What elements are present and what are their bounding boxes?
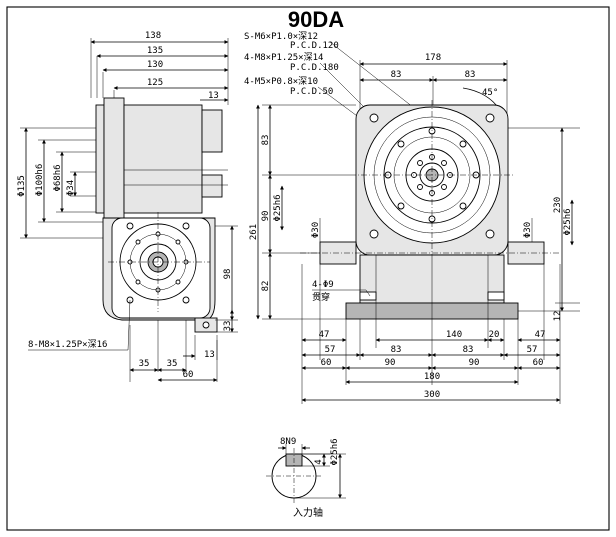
dim-33: 33 [223, 321, 233, 332]
dim-60-side: 60 [183, 370, 194, 380]
dim-98: 98 [223, 269, 233, 280]
dim-138: 138 [145, 31, 161, 41]
dim-178: 178 [425, 53, 441, 63]
dim-300: 300 [424, 390, 440, 400]
dim-230: 230 [553, 197, 563, 213]
dim-13-bottom: 13 [204, 350, 215, 360]
dim-60-left: 60 [321, 358, 332, 368]
dim-phi25h6-left: Φ25h6 [273, 194, 283, 221]
dim-phi25h6-shaft: Φ25h6 [330, 438, 340, 465]
hole-note: 4-Φ9 [312, 280, 334, 290]
dim-125: 125 [147, 78, 163, 88]
dim-35-a: 35 [139, 359, 150, 369]
side-view: 138 135 130 125 13 Φ135 Φ100h6 Φ68h6 Φ34 [17, 31, 238, 382]
drawing-border [6, 6, 610, 531]
dim-phi30-left: Φ30 [311, 222, 321, 238]
dim-phi25h6-right: Φ25h6 [563, 208, 573, 235]
dim-130: 130 [147, 60, 163, 70]
dim-57-left: 57 [325, 345, 336, 355]
note-3: 4-M8×P1.25×深14 [244, 52, 323, 63]
dim-135: 135 [147, 46, 163, 56]
dim-phi135: Φ135 [17, 175, 27, 197]
shaft-caption: 入力轴 [293, 506, 323, 519]
dim-83-top-left: 83 [391, 70, 402, 80]
note-6: P.C.D.50 [290, 87, 333, 97]
dim-phi30-right: Φ30 [523, 222, 533, 238]
angle-45: 45° [482, 88, 498, 98]
dim-60-right: 60 [533, 358, 544, 368]
note-5: 4-M5×P0.8×深10 [244, 76, 318, 87]
dim-47-left: 47 [319, 330, 330, 340]
note-bolt-side: 8-M8×1.25P×深16 [28, 339, 107, 350]
dim-8n9: 8N9 [280, 437, 296, 447]
dim-20: 20 [489, 330, 500, 340]
note-2: P.C.D.120 [290, 41, 339, 51]
dim-83-bottom-right: 83 [463, 345, 474, 355]
dim-90-left: 90 [261, 211, 271, 222]
dim-90-bottom-left: 90 [385, 358, 396, 368]
dim-35-b: 35 [167, 359, 178, 369]
dim-83-left: 83 [261, 135, 271, 146]
note-4: P.C.D.180 [290, 63, 339, 73]
hole-note-2: 贯穿 [312, 291, 330, 303]
dim-57-right: 57 [527, 345, 538, 355]
dim-phi68h6: Φ68h6 [53, 164, 63, 191]
dim-13-top: 13 [208, 91, 219, 101]
dim-82: 82 [261, 281, 271, 292]
dim-phi100h6: Φ100h6 [35, 164, 45, 197]
dim-phi34: Φ34 [66, 180, 76, 196]
dim-180: 180 [424, 372, 440, 382]
front-view: S-M6×P1.0×深12 P.C.D.120 4-M8×P1.25×深14 P… [244, 31, 580, 404]
dim-140: 140 [446, 330, 462, 340]
note-1: S-M6×P1.0×深12 [244, 31, 318, 42]
dim-83-top-right: 83 [465, 70, 476, 80]
drawing-title: 90DA [288, 7, 344, 32]
dim-261: 261 [249, 224, 259, 240]
dim-4: 4 [314, 459, 324, 464]
dim-90-bottom-right: 90 [469, 358, 480, 368]
dim-47-right: 47 [535, 330, 546, 340]
shaft-detail: 8N9 4 Φ25h6 入力轴 [266, 437, 346, 519]
dim-12: 12 [553, 311, 563, 322]
dim-83-bottom-left: 83 [391, 345, 402, 355]
